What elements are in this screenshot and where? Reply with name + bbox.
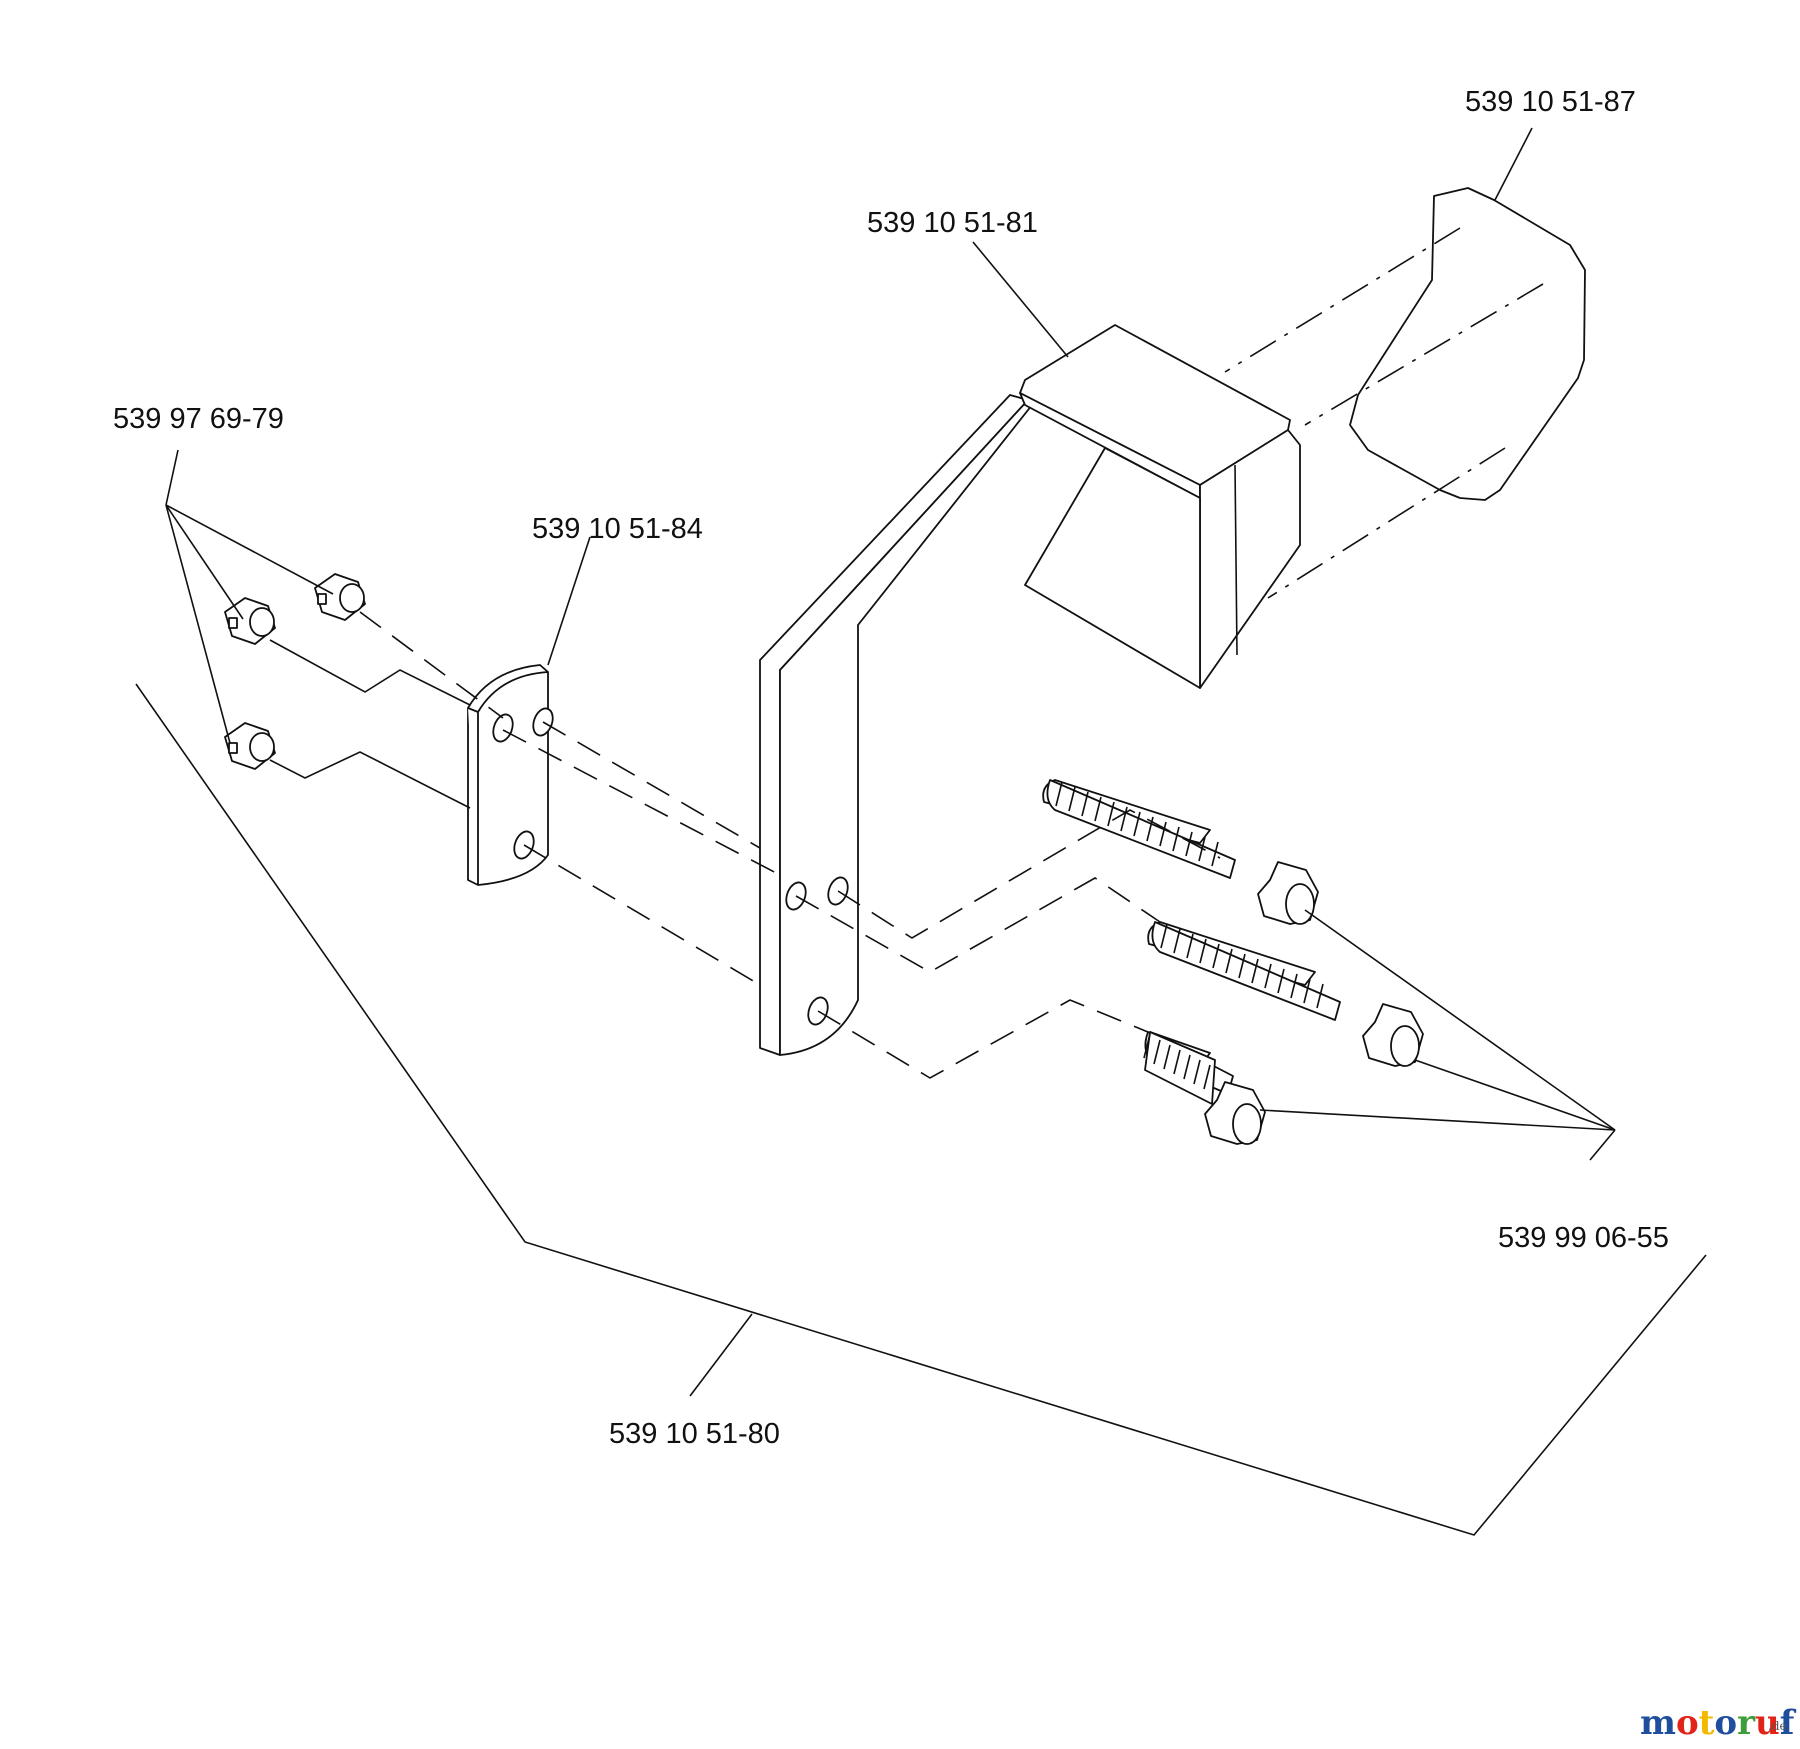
label-kit: 539 10 51-80 [609,1418,780,1450]
logo-main-text: motoruf [1640,1703,1797,1743]
leader-lines [135,127,1707,1536]
label-chute-bracket: 539 10 51-81 [867,207,1038,239]
logo-letter: t [1699,1703,1715,1743]
logo-letter: u [1755,1703,1780,1743]
nut-3 [224,722,276,770]
label-spinner: 539 10 51-87 [1465,86,1636,118]
bolt-3 [1143,1031,1266,1145]
assembly-guide-lines [269,611,1221,1079]
bolt-2 [1147,921,1424,1067]
logo-letter: r [1737,1703,1756,1743]
spinner-guide-lines [1224,227,1544,599]
logo-letter: m [1640,1703,1676,1743]
logo-letter: o [1714,1703,1737,1743]
logo-suffix: .de [1768,1719,1787,1733]
label-nuts: 539 97 69-79 [113,403,284,435]
logo-letter: f [1780,1703,1797,1743]
nut-2 [314,573,366,621]
bolt-1 [1042,779,1319,925]
plate-part [467,664,554,886]
nut-1 [224,597,276,645]
spinner-part [1349,187,1586,501]
label-bolts: 539 99 06-55 [1498,1222,1669,1254]
logo-letter: o [1676,1703,1699,1743]
label-plate: 539 10 51-84 [532,513,703,545]
motoruf-logo: motoruf .de [1640,1703,1797,1743]
